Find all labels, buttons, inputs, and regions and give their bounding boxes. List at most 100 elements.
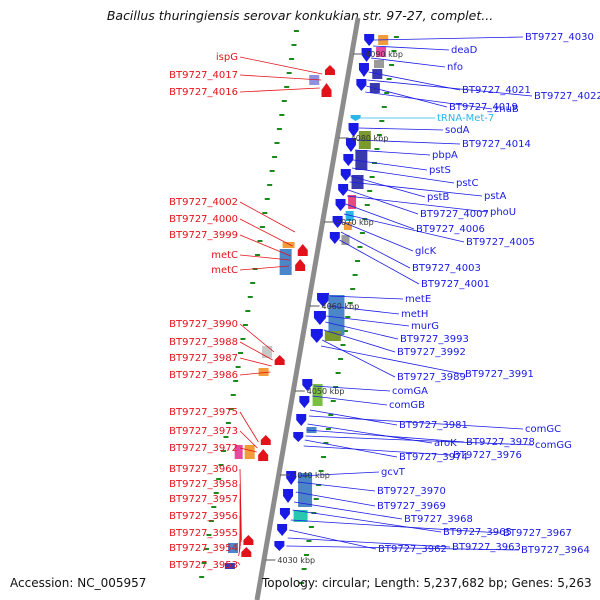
gene-arrow-forward — [332, 216, 343, 228]
gene-arrow-reverse — [274, 355, 285, 365]
guide-dot — [313, 498, 319, 500]
guide-dot — [238, 352, 244, 354]
guide-dot — [345, 316, 351, 318]
tick-label: 4080 kbp — [351, 134, 389, 143]
leader-line — [295, 491, 376, 507]
forward-gene-label: BT9727_4022 — [534, 91, 600, 102]
reverse-gene-label: BT9727_4017 — [169, 70, 238, 81]
forward-gene-label: BT9727_4006 — [416, 224, 485, 235]
forward-gene-label: BT9727_3969 — [377, 501, 446, 512]
guide-dot — [218, 464, 224, 466]
guide-dot — [340, 344, 346, 346]
forward-gene-label: BT9727_3981 — [399, 420, 468, 431]
leader-line — [347, 195, 489, 213]
leader-line — [314, 385, 391, 392]
forward-gene-label: pstC — [456, 178, 478, 189]
leader-line — [239, 447, 257, 453]
forward-gene-label: murG — [411, 321, 439, 332]
leader-line — [239, 430, 258, 449]
gene-arrow-forward — [310, 329, 323, 343]
leader-line — [374, 36, 524, 41]
guide-dot — [279, 114, 285, 116]
forward-gene-label: comGG — [535, 440, 572, 451]
guide-dot — [335, 372, 341, 374]
leader-line — [327, 305, 400, 315]
guide-dot — [276, 128, 282, 130]
guide-dot — [269, 170, 275, 172]
guide-dot — [308, 526, 314, 528]
guide-dot — [318, 470, 324, 472]
forward-gene-label: glcK — [415, 246, 437, 257]
label-leader-lines — [237, 36, 534, 566]
guide-dot — [379, 120, 385, 122]
guide-dot — [204, 548, 210, 550]
forward-gene-label: pstS — [429, 165, 451, 176]
guide-dot — [374, 148, 380, 150]
leader-line — [350, 175, 426, 198]
gene-arrow-reverse — [297, 244, 308, 256]
leader-line — [238, 547, 241, 557]
guide-dot — [338, 358, 344, 360]
forward-gene-label: BT9727_3963 — [452, 542, 521, 553]
guide-dot — [206, 534, 212, 536]
leader-line — [339, 239, 420, 285]
reverse-gene-label: ispG — [216, 52, 238, 63]
leader-line — [239, 357, 272, 367]
gene-arrow-forward — [283, 489, 294, 503]
gene-arrow-forward — [274, 541, 285, 551]
guide-dot — [208, 520, 214, 522]
forward-gene-label: BT9727_3970 — [377, 486, 446, 497]
leader-line — [239, 87, 320, 93]
guide-dot — [355, 260, 361, 262]
gene-arrow-forward — [350, 115, 361, 121]
leader-line — [297, 481, 376, 492]
guide-dot — [245, 310, 251, 312]
guide-dot — [259, 226, 265, 228]
guide-dot — [364, 204, 370, 206]
dotted-guides — [199, 30, 399, 584]
reverse-gene-label: BT9727_4002 — [169, 197, 238, 208]
forward-gene-label: BT9727_4005 — [466, 237, 535, 248]
gene-box — [258, 368, 269, 376]
leader-line — [365, 91, 493, 110]
leader-line — [303, 445, 452, 456]
reverse-gene-label: BT9727_3953 — [169, 560, 238, 571]
leader-line — [358, 127, 444, 131]
reverse-gene-label: BT9727_3986 — [169, 370, 238, 381]
forward-gene-label: aroK — [434, 438, 457, 449]
guide-dot — [293, 30, 299, 32]
gene-box — [341, 235, 350, 245]
forward-gene-label: BT9727_3993 — [400, 334, 469, 345]
gene-arrow-forward — [358, 63, 369, 77]
guide-dot — [267, 184, 273, 186]
reverse-gene-label: BT9727_4000 — [169, 214, 238, 225]
guide-dot — [211, 506, 217, 508]
guide-dot — [286, 72, 292, 74]
forward-gene-label: pstB — [427, 192, 449, 203]
tick-label: 4030 kbp — [277, 556, 315, 565]
reverse-gene-label: BT9727_3954 — [169, 543, 238, 554]
leader-line — [239, 201, 296, 233]
leader-line — [325, 321, 399, 340]
guide-dot — [213, 492, 219, 494]
guide-dot — [242, 324, 248, 326]
gene-arrow-reverse — [321, 83, 332, 97]
leader-line — [329, 295, 404, 300]
forward-gene-label: metE — [405, 294, 431, 305]
gene-box — [293, 510, 308, 522]
leader-line — [371, 57, 446, 68]
tick-label: 4060 kbp — [322, 302, 360, 311]
forward-gene-label: znuB — [494, 104, 519, 115]
gene-box — [324, 331, 341, 341]
leader-line — [340, 231, 411, 269]
gene-box — [348, 195, 357, 209]
reverse-gene-label: BT9727_3957 — [169, 494, 238, 505]
guide-dot — [386, 78, 392, 80]
guide-dot — [216, 478, 222, 480]
guide-dot — [225, 422, 231, 424]
forward-gene-label: pbpA — [432, 150, 458, 161]
leader-line — [345, 203, 415, 230]
leader-line — [323, 329, 396, 353]
guide-dot — [316, 484, 322, 486]
